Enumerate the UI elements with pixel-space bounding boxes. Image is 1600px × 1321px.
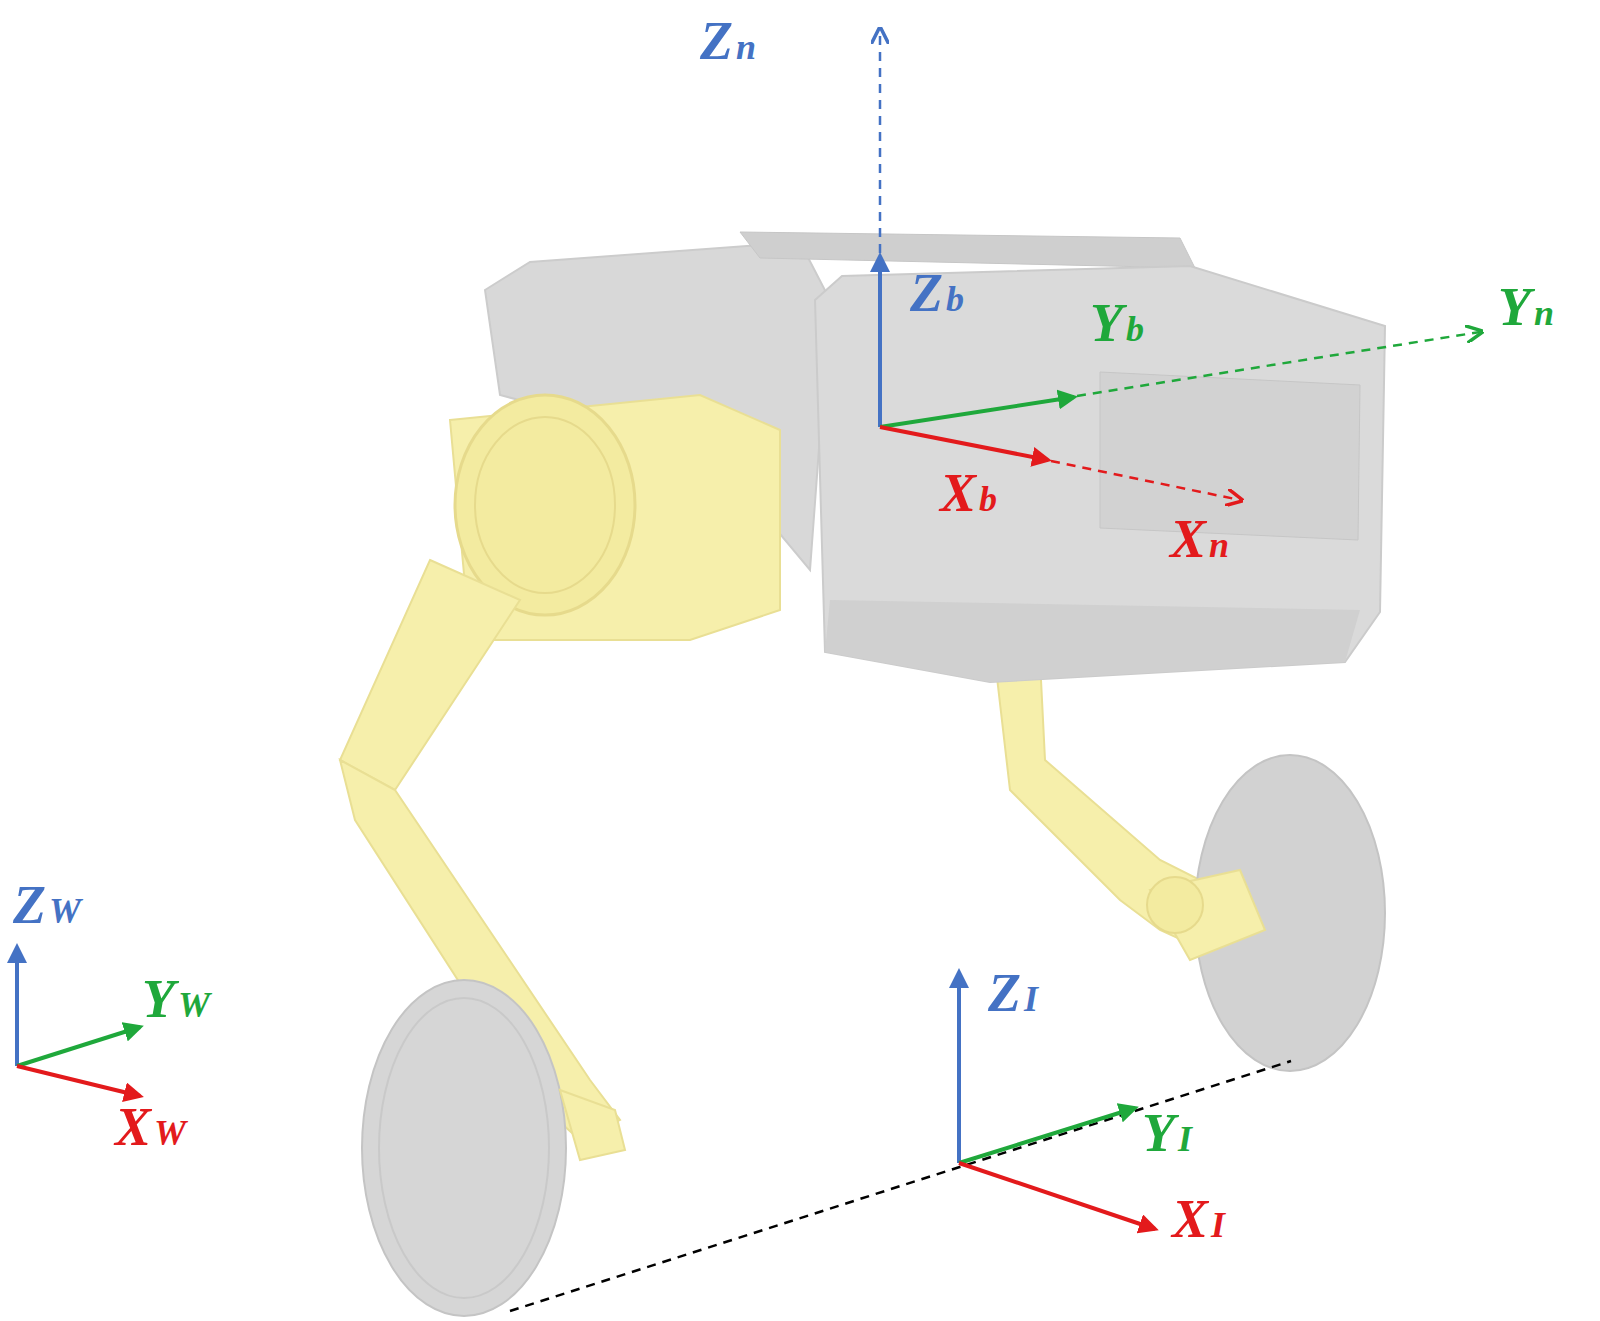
axis-label: Xb: [940, 466, 997, 520]
axis-label: YW: [142, 972, 210, 1026]
near-leg: [340, 395, 780, 1316]
axis-label: YI: [1142, 1106, 1192, 1160]
axis-label: ZW: [13, 878, 81, 932]
axis-label: Xn: [1170, 512, 1229, 566]
far-leg: [995, 660, 1385, 1071]
contact-line: [510, 1061, 1291, 1311]
world-frame: [17, 947, 140, 1096]
body-frame: [880, 30, 1480, 500]
axis-label: Zn: [700, 14, 756, 68]
axis-label: XI: [1172, 1192, 1225, 1246]
axis-label: Yb: [1090, 296, 1144, 350]
axis-label: XW: [115, 1100, 186, 1154]
axis-label: ZI: [988, 966, 1038, 1020]
axis-label: Yn: [1498, 280, 1554, 334]
axis-label: Zb: [910, 266, 964, 320]
